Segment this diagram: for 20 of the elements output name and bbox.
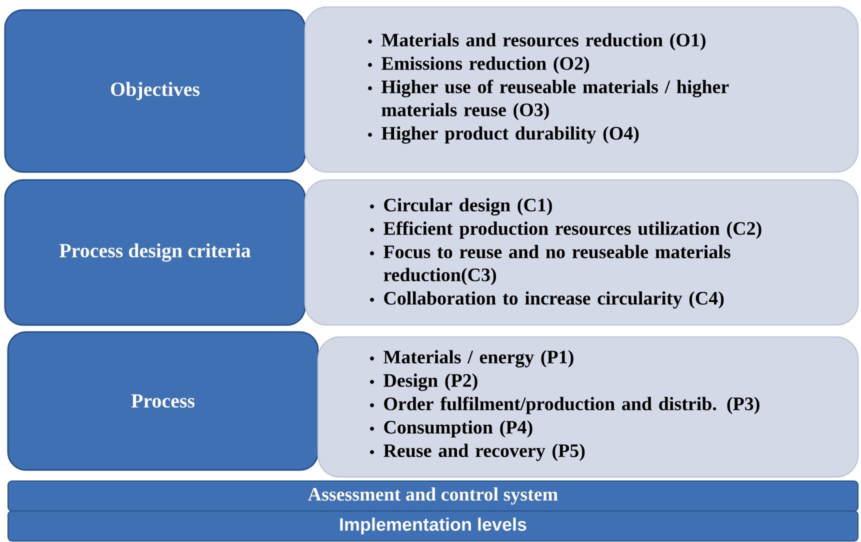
level-bar: Assessment and control system: [8, 480, 858, 512]
bullet-item: Higher product durability (O4): [368, 126, 639, 144]
bullet-item: Circular design (C1): [370, 198, 552, 216]
level-bar: Implementation levels: [8, 510, 858, 542]
bullet-item: Materials / energy (P1): [370, 350, 574, 368]
bullet-item: Emissions reduction (O2): [368, 56, 590, 74]
bullet-item: Efficient production resources utilization (C2): [370, 221, 762, 239]
heading-box: Process design criteria: [4, 179, 306, 326]
heading-box: Process: [7, 331, 319, 471]
bullet-item: Materials and resources reduction (O1): [368, 33, 706, 50]
bullet-item: Reuse and recovery (P5): [370, 444, 585, 461]
bullet-item: Focus to reuse and no reuseable materials reduction(C3): [370, 244, 730, 286]
bullet-item: Consumption (P4): [370, 420, 532, 438]
bullet-item: Order fulfilment/production and distrib. (P3): [370, 396, 760, 414]
node-label: Assessment and control system: [308, 487, 558, 505]
heading-box: Objectives: [4, 9, 306, 173]
node-label: Implementation levels: [340, 518, 526, 534]
bullet-item: Design (P2): [370, 374, 478, 391]
bullet-item: Collaboration to increase circularity (C4): [370, 291, 724, 309]
bullet-item: Higher use of reuseable materials / higher materials reuse (O3): [368, 80, 729, 120]
